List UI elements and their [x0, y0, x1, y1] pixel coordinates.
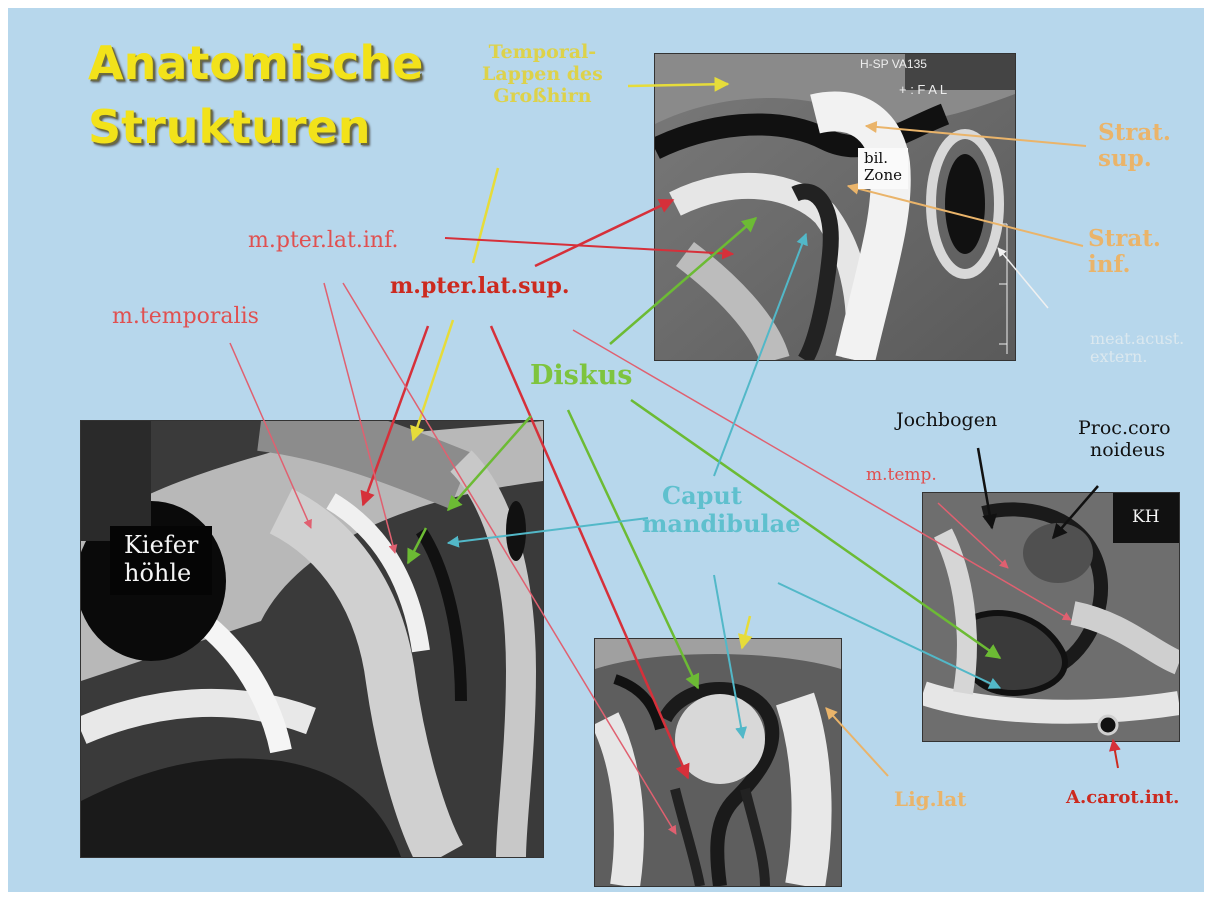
label-kiefer-line1: Kiefer	[124, 532, 198, 560]
label-proc-line1: Proc.coro	[1078, 418, 1171, 440]
slide-title-line2: Strukturen	[88, 100, 371, 154]
label-strat-sup-line1: Strat.	[1098, 120, 1171, 146]
orange-arrows	[826, 126, 1086, 776]
label-m-pter-lat-inf: m.pter.lat.inf.	[248, 228, 398, 253]
label-temporal-line2: Lappen des	[482, 64, 603, 86]
label-proc-line2: noideus	[1078, 440, 1171, 462]
label-bil-line1: bil.	[864, 150, 902, 167]
label-kiefer-hoehle: Kiefer höhle	[110, 526, 212, 595]
label-strat-inf-line1: Strat.	[1088, 226, 1161, 252]
label-temporal-line1: Temporal-	[482, 42, 603, 64]
label-caput-line1: Caput	[642, 482, 800, 510]
label-bil-zone: bil. Zone	[858, 148, 908, 189]
label-a-carot-int: A.carot.int.	[1066, 788, 1179, 809]
label-lig-lat: Lig.lat	[894, 788, 966, 811]
label-meat-acust: meat.acust. extern.	[1090, 330, 1184, 367]
label-strat-inf: Strat. inf.	[1088, 226, 1161, 279]
label-strat-sup-line2: sup.	[1098, 146, 1171, 172]
white-arrows	[998, 248, 1048, 308]
label-strat-inf-line2: inf.	[1088, 252, 1161, 278]
pink-arrows	[230, 283, 1071, 834]
label-meat-line1: meat.acust.	[1090, 330, 1184, 348]
label-jochbogen: Jochbogen	[896, 410, 997, 432]
label-temporal-lappen: Temporal- Lappen des Großhirn	[482, 42, 603, 108]
label-proc-coronoideus: Proc.coro noideus	[1078, 418, 1171, 462]
label-m-temp: m.temp.	[866, 466, 937, 486]
label-kh: KH	[1132, 508, 1160, 528]
label-bil-line2: Zone	[864, 167, 902, 184]
slide-title-line1: Anatomische	[88, 36, 423, 90]
label-diskus: Diskus	[530, 360, 632, 391]
slide: H-SP VA135 + : F A L	[8, 8, 1204, 892]
label-temporal-line3: Großhirn	[482, 86, 603, 108]
label-caput-line2: mandibulae	[642, 510, 800, 538]
label-m-temporalis: m.temporalis	[112, 304, 259, 329]
label-kiefer-line2: höhle	[124, 560, 198, 588]
darkred-arrows	[1113, 740, 1118, 768]
label-m-pter-lat-sup: m.pter.lat.sup.	[390, 274, 570, 299]
label-meat-line2: extern.	[1090, 348, 1184, 366]
label-strat-sup: Strat. sup.	[1098, 120, 1171, 173]
label-caput-mandibulae: Caput mandibulae	[642, 482, 800, 537]
